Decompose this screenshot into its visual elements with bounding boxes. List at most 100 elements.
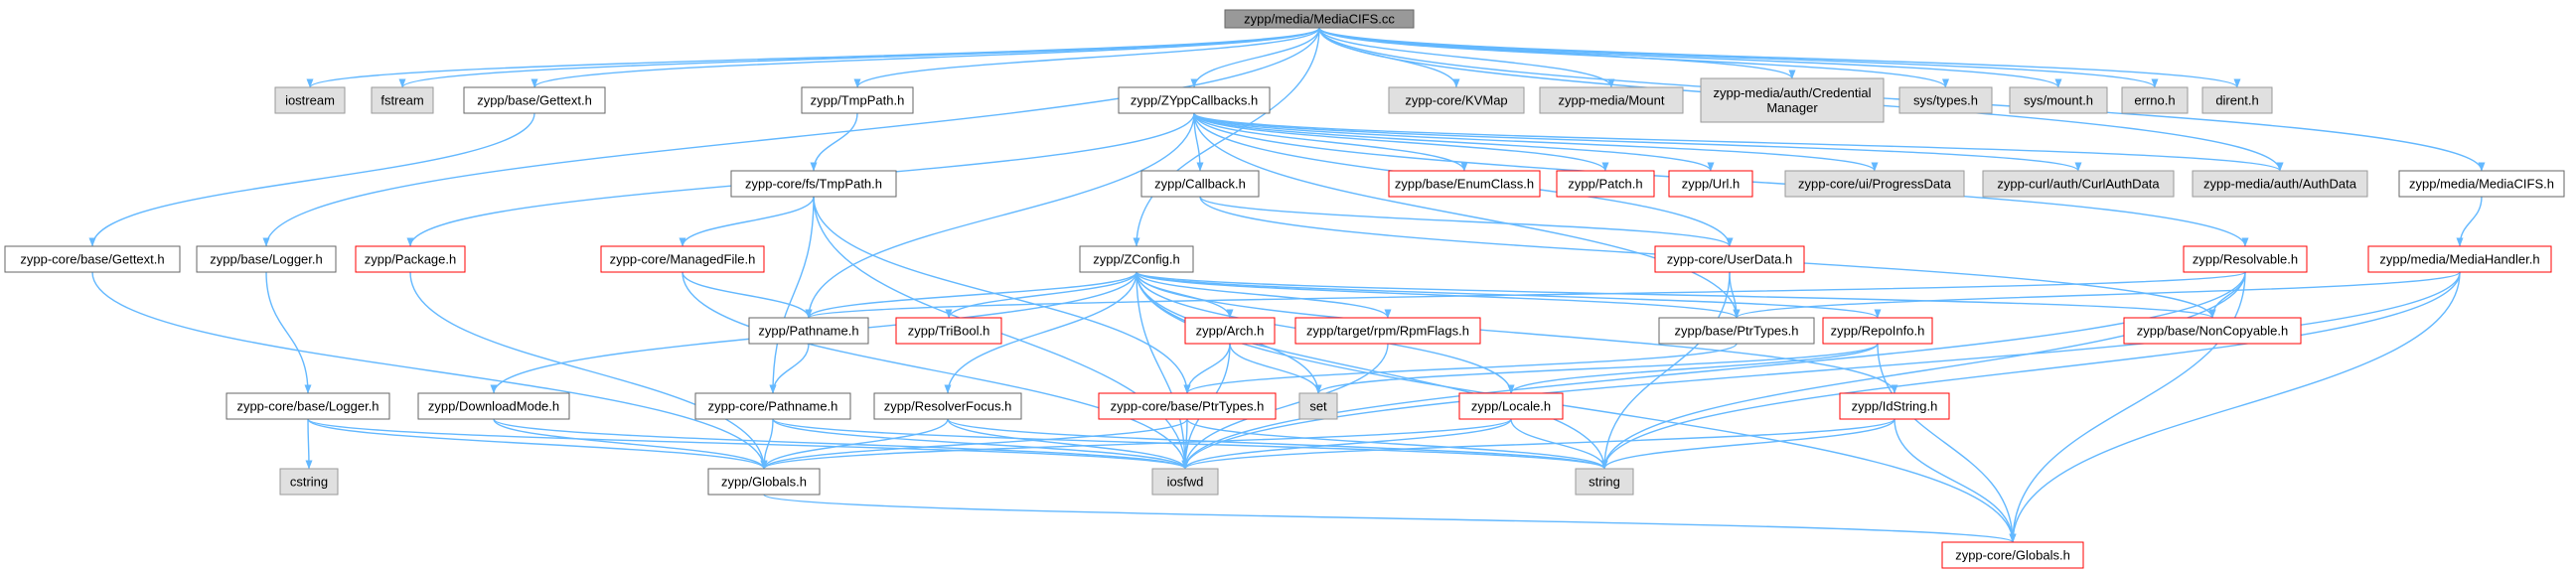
edge-zyppcallbacks-to-url — [1193, 112, 1715, 172]
edge-zconfig-to-base_ptrtypes — [1136, 271, 1741, 319]
node-label-iosfwd: iosfwd — [1167, 475, 1204, 490]
node-tribool[interactable]: zypp/TriBool.h — [895, 317, 1002, 345]
node-box-credmgr — [1700, 77, 1885, 123]
node-box-fs_tmppath — [730, 170, 897, 198]
node-repoinfo[interactable]: zypp/RepoInfo.h — [1822, 317, 1933, 345]
node-box-mediacifs_h — [2398, 170, 2565, 198]
node-patch[interactable]: zypp/Patch.h — [1556, 170, 1655, 198]
nodes-layer: zypp/media/MediaCIFS.cc iostream fstream zy… — [4, 9, 2565, 569]
node-box-mediahandler — [2367, 245, 2552, 273]
edge-tmppath-to-fs_tmppath — [810, 112, 858, 172]
node-downloadmode[interactable]: zypp/DownloadMode.h — [417, 392, 570, 420]
node-tmppath[interactable]: zypp/TmpPath.h — [801, 86, 914, 114]
node-label-cstring: cstring — [290, 475, 328, 490]
node-box-authdata — [2192, 170, 2368, 198]
edge-root-to-tmppath — [853, 27, 1320, 88]
node-box-tmppath — [801, 86, 914, 114]
edge-managedfile-to-iosfwd — [682, 271, 1189, 470]
node-package[interactable]: zypp/Package.h — [355, 245, 466, 273]
node-zconfig[interactable]: zypp/ZConfig.h — [1079, 245, 1194, 273]
node-label-rpmflags: zypp/target/rpm/RpmFlags.h — [1306, 324, 1469, 339]
node-box-downloadmode — [417, 392, 570, 420]
node-label-fs_tmppath: zypp-core/fs/TmpPath.h — [745, 177, 882, 192]
node-core_globals[interactable]: zypp-core/Globals.h — [1941, 541, 2084, 569]
node-box-core_pathname — [694, 392, 851, 420]
node-url[interactable]: zypp/Url.h — [1668, 170, 1753, 198]
edge-core_logger-to-iosfwd — [307, 418, 1189, 470]
edge-zconfig-to-pathname — [805, 271, 1137, 319]
node-fs_tmppath[interactable]: zypp-core/fs/TmpPath.h — [730, 170, 897, 198]
node-label-iostream: iostream — [285, 93, 335, 108]
node-box-kvmap — [1388, 86, 1525, 114]
node-core_ptrtypes[interactable]: zypp-core/base/PtrTypes.h — [1098, 392, 1277, 420]
edge-repoinfo-to-core_globals — [1877, 343, 2017, 543]
node-base_logger[interactable]: zypp/base/Logger.h — [196, 245, 337, 273]
node-media_mount: zypp-media/Mount — [1539, 86, 1684, 114]
node-box-curlauth — [1982, 170, 2175, 198]
node-box-cstring — [279, 468, 339, 496]
node-mediacifs_h[interactable]: zypp/media/MediaCIFS.h — [2398, 170, 2565, 198]
node-rpmflags[interactable]: zypp/target/rpm/RpmFlags.h — [1294, 317, 1481, 345]
node-root[interactable]: zypp/media/MediaCIFS.cc — [1224, 9, 1415, 29]
edge-resolvable-to-iosfwd — [1181, 271, 2246, 470]
node-fstream: fstream — [371, 86, 434, 114]
node-base_gettext[interactable]: zypp/base/Gettext.h — [463, 86, 606, 114]
node-zyppcallbacks[interactable]: zypp/ZYppCallbacks.h — [1118, 86, 1271, 114]
node-box-iostream — [274, 86, 346, 114]
node-callback[interactable]: zypp/Callback.h — [1140, 170, 1260, 198]
edge-mediacifs_h-to-mediahandler — [2456, 196, 2483, 247]
edge-resolverfocus-to-globals — [760, 418, 949, 470]
edge-locale-to-iosfwd — [1181, 418, 1512, 470]
node-box-root — [1224, 9, 1415, 29]
node-box-enumclass — [1388, 170, 1541, 198]
node-label-base_gettext: zypp/base/Gettext.h — [477, 93, 592, 108]
node-enumclass[interactable]: zypp/base/EnumClass.h — [1388, 170, 1541, 198]
node-label-core_globals: zypp-core/Globals.h — [1955, 548, 2070, 563]
node-resolvable[interactable]: zypp/Resolvable.h — [2183, 245, 2308, 273]
node-progressdata: zypp-core/ui/ProgressData — [1784, 170, 1965, 198]
node-resolverfocus[interactable]: zypp/ResolverFocus.h — [873, 392, 1022, 420]
node-label-url: zypp/Url.h — [1682, 177, 1741, 192]
node-label-enumclass: zypp/base/EnumClass.h — [1395, 177, 1534, 192]
node-label-progressdata: zypp-core/ui/ProgressData — [1798, 177, 1952, 192]
edge-core_gettext-to-globals — [91, 271, 768, 470]
node-label-resolverfocus: zypp/ResolverFocus.h — [884, 399, 1012, 414]
node-noncopyable[interactable]: zypp/base/NonCopyable.h — [2123, 317, 2302, 345]
node-box-errno — [2121, 86, 2189, 114]
node-core_logger[interactable]: zypp-core/base/Logger.h — [226, 392, 390, 420]
edge-zconfig-to-tribool — [945, 271, 1137, 319]
node-label-idstring: zypp/IdString.h — [1852, 399, 1938, 414]
edge-idstring-to-string — [1600, 418, 1895, 470]
node-base_ptrtypes[interactable]: zypp/base/PtrTypes.h — [1658, 317, 1815, 345]
node-mediahandler[interactable]: zypp/media/MediaHandler.h — [2367, 245, 2552, 273]
node-locale[interactable]: zypp/Locale.h — [1458, 392, 1564, 420]
node-pathname[interactable]: zypp/Pathname.h — [748, 317, 869, 345]
node-globals[interactable]: zypp/Globals.h — [707, 468, 821, 496]
node-box-managedfile — [600, 245, 765, 273]
node-box-repoinfo — [1822, 317, 1933, 345]
node-core_pathname[interactable]: zypp-core/Pathname.h — [694, 392, 851, 420]
node-box-locale — [1458, 392, 1564, 420]
node-label-repoinfo: zypp/RepoInfo.h — [1831, 324, 1925, 339]
edge-zconfig-to-arch — [1136, 271, 1234, 319]
node-managedfile[interactable]: zypp-core/ManagedFile.h — [600, 245, 765, 273]
node-box-string — [1575, 468, 1634, 496]
node-arch[interactable]: zypp/Arch.h — [1184, 317, 1276, 345]
edge-zconfig-to-idstring — [1136, 271, 1898, 394]
node-label-mediahandler: zypp/media/MediaHandler.h — [2379, 252, 2539, 267]
node-label-resolvable: zypp/Resolvable.h — [2193, 252, 2298, 267]
node-box-zconfig — [1079, 245, 1194, 273]
node-userdata[interactable]: zypp-core/UserData.h — [1654, 245, 1805, 273]
node-label-globals: zypp/Globals.h — [721, 475, 807, 490]
node-idstring[interactable]: zypp/IdString.h — [1839, 392, 1950, 420]
node-sys_mount: sys/mount.h — [2009, 86, 2108, 114]
node-core_gettext[interactable]: zypp-core/base/Gettext.h — [4, 245, 181, 273]
edge-mediahandler-to-string — [1600, 271, 2461, 470]
node-box-base_gettext — [463, 86, 606, 114]
edge-root-to-dirent — [1318, 27, 2241, 88]
node-box-core_ptrtypes — [1098, 392, 1277, 420]
node-box-pathname — [748, 317, 869, 345]
edge-rpmflags-to-iosfwd — [1181, 343, 1389, 470]
edge-managedfile-to-pathname — [682, 271, 813, 319]
node-label-string: string — [1589, 475, 1620, 490]
